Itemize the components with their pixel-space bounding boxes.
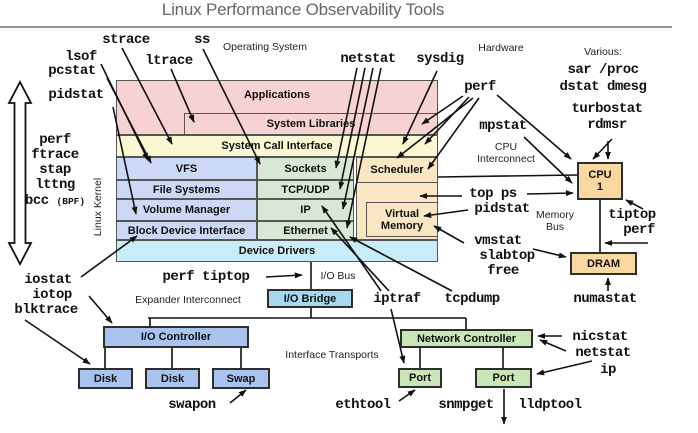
box-file-systems: File Systems	[116, 180, 257, 199]
box-port-1: Port	[398, 368, 442, 388]
tool-iptraf: iptraf	[373, 291, 421, 307]
box-scheduler: Scheduler	[356, 157, 438, 183]
box-vfs: VFS	[116, 157, 257, 180]
label-interface-transports: Interface Transports	[285, 349, 379, 361]
cpu-interconnect-line	[437, 174, 578, 178]
tool-ltrace: ltrace	[145, 53, 193, 69]
tool-pcstat: pcstat	[48, 63, 96, 79]
label-hardware: Hardware	[478, 42, 524, 54]
tool-vmstat: vmstat	[474, 233, 522, 249]
arrow-perftiptop-iobus	[265, 272, 303, 279]
tool-slabtop: slabtop	[479, 248, 535, 264]
tool-sysdig: sysdig	[416, 51, 464, 67]
tool-free: free	[487, 263, 519, 279]
tool-iotop: iotop	[32, 287, 72, 303]
tool-snmpget: snmpget	[438, 397, 494, 413]
tool-lsof: lsof	[65, 49, 97, 65]
tool-tcpdump: tcpdump	[444, 291, 500, 307]
tool-dstat-dmesg: dstat dmesg	[559, 79, 647, 95]
box-tcp-udp: TCP/UDP	[257, 180, 354, 199]
title-divider	[0, 26, 672, 28]
box-system-call-interface: System Call Interface	[116, 135, 438, 157]
arrow-blktrace-disk	[24, 319, 91, 365]
arrow-iotop-controller	[88, 295, 113, 324]
tool-swapon: swapon	[168, 397, 216, 413]
box-dram: DRAM	[570, 252, 637, 275]
arrow-turbostat-cpu	[592, 138, 613, 160]
tool-pidstat-left: pidstat	[48, 87, 104, 103]
label-operating-system: Operating System	[222, 41, 308, 53]
arrow-vmstat-vm	[433, 225, 465, 244]
tool-top-ps: top ps	[469, 186, 517, 202]
tool-iostat: iostat	[24, 272, 72, 288]
tool-sar-proc: sar /proc	[567, 62, 639, 78]
arrow-netstat-nc	[539, 339, 567, 352]
tool-perf-right: perf	[623, 222, 655, 238]
box-ethernet: Ethernet	[257, 221, 354, 240]
tool-rdmsr: rdmsr	[587, 117, 627, 133]
tool-ethtool: ethtool	[335, 397, 391, 413]
tool-perf-kernel: perf	[39, 132, 71, 148]
box-port-2: Port	[475, 368, 532, 388]
tool-netstat-right: netstat	[575, 345, 631, 361]
box-swap: Swap	[212, 368, 270, 389]
box-ip: IP	[257, 199, 354, 221]
tool-turbostat: turbostat	[571, 101, 643, 117]
tool-perf-tiptop: perf tiptop	[162, 269, 250, 285]
tool-ss: ss	[194, 32, 210, 48]
tool-ip: ip	[600, 362, 616, 378]
tool-tiptop: tiptop	[608, 207, 656, 223]
tool-mpstat: mpstat	[479, 118, 527, 134]
box-block-device-interface: Block Device Interface	[116, 221, 257, 240]
arrow-ethtool-port	[398, 389, 416, 402]
tool-netstat-top: netstat	[340, 51, 396, 67]
tool-bcc-bpf: bcc (BPF)	[24, 193, 86, 209]
tool-lldptool: lldptool	[518, 397, 582, 413]
box-io-bridge: I/O Bridge	[267, 289, 353, 308]
arrow-swapon-swap	[229, 389, 247, 404]
tool-lttng: lttng	[35, 177, 75, 193]
tool-blktrace: blktrace	[14, 302, 78, 318]
box-sockets: Sockets	[257, 157, 354, 180]
label-io-bus: I/O Bus	[320, 270, 356, 282]
page-title: Linux Performance Observability Tools	[161, 0, 445, 19]
box-io-controller: I/O Controller	[103, 326, 249, 348]
label-various: Various:	[584, 46, 622, 58]
box-disk-1: Disk	[78, 368, 133, 389]
arrow-topps-cpu	[526, 190, 574, 197]
tool-pidstat-right: pidstat	[474, 201, 530, 217]
tool-strace: strace	[102, 32, 150, 48]
box-volume-manager: Volume Manager	[116, 199, 257, 221]
tool-nicstat: nicstat	[572, 329, 628, 345]
box-disk-2: Disk	[145, 368, 200, 389]
box-system-libraries: System Libraries	[184, 113, 438, 135]
tool-numastat: numastat	[573, 291, 637, 307]
box-network-controller: Network Controller	[400, 329, 533, 348]
tool-perf-top: perf	[464, 79, 496, 95]
box-device-drivers: Device Drivers	[116, 240, 438, 262]
tool-ftrace: ftrace	[31, 147, 79, 163]
label-expander-interconnect: Expander Interconnect	[135, 294, 241, 306]
tool-stap: stap	[39, 162, 71, 178]
